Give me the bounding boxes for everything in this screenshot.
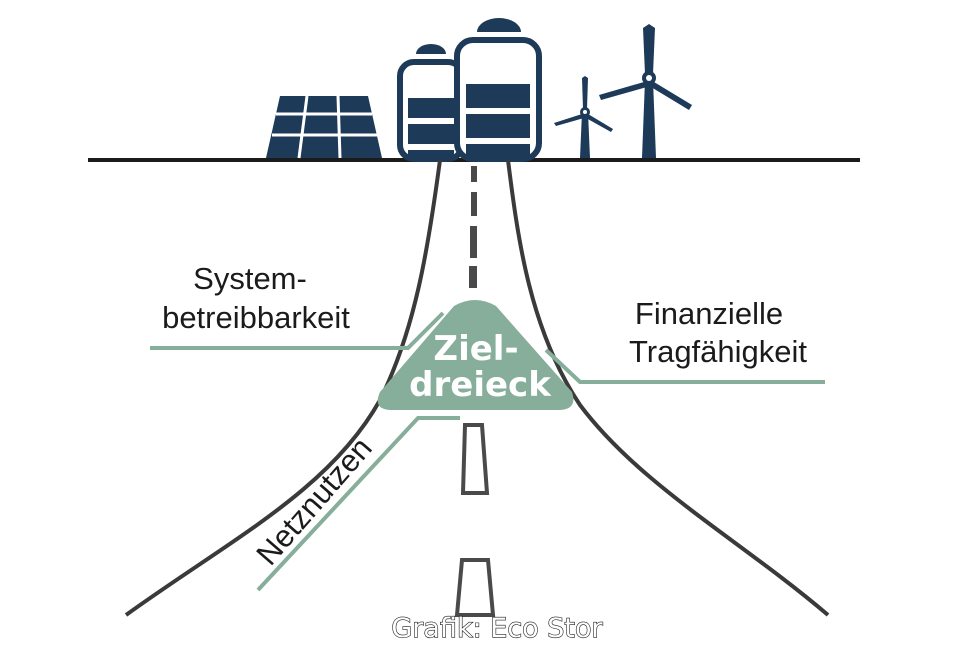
system-connector: [150, 311, 445, 350]
wind-turbine-icon: [554, 24, 692, 158]
netz-connector: [256, 416, 460, 592]
system-label-line1: System-: [193, 261, 307, 296]
finance-label-line1: Finanzielle: [635, 296, 783, 331]
road-right-edge: [506, 159, 830, 617]
target-label-line2: dreieck: [409, 365, 552, 405]
target-label-line1: Ziel-: [433, 329, 518, 369]
finance-connector: [544, 348, 825, 384]
lane-markings: [454, 166, 496, 617]
netz-label: Netznutzen: [249, 430, 378, 571]
road-left-edge: [124, 159, 442, 617]
solar-panel-icon: [266, 95, 382, 159]
system-label-line2: betreibbarkeit: [162, 300, 350, 335]
finance-label-line2: Tragfähigkeit: [629, 334, 807, 369]
battery-storage-icon: [397, 18, 542, 162]
target-triangle: [377, 300, 574, 410]
image-credit: Grafik: Eco Stor: [391, 613, 603, 644]
